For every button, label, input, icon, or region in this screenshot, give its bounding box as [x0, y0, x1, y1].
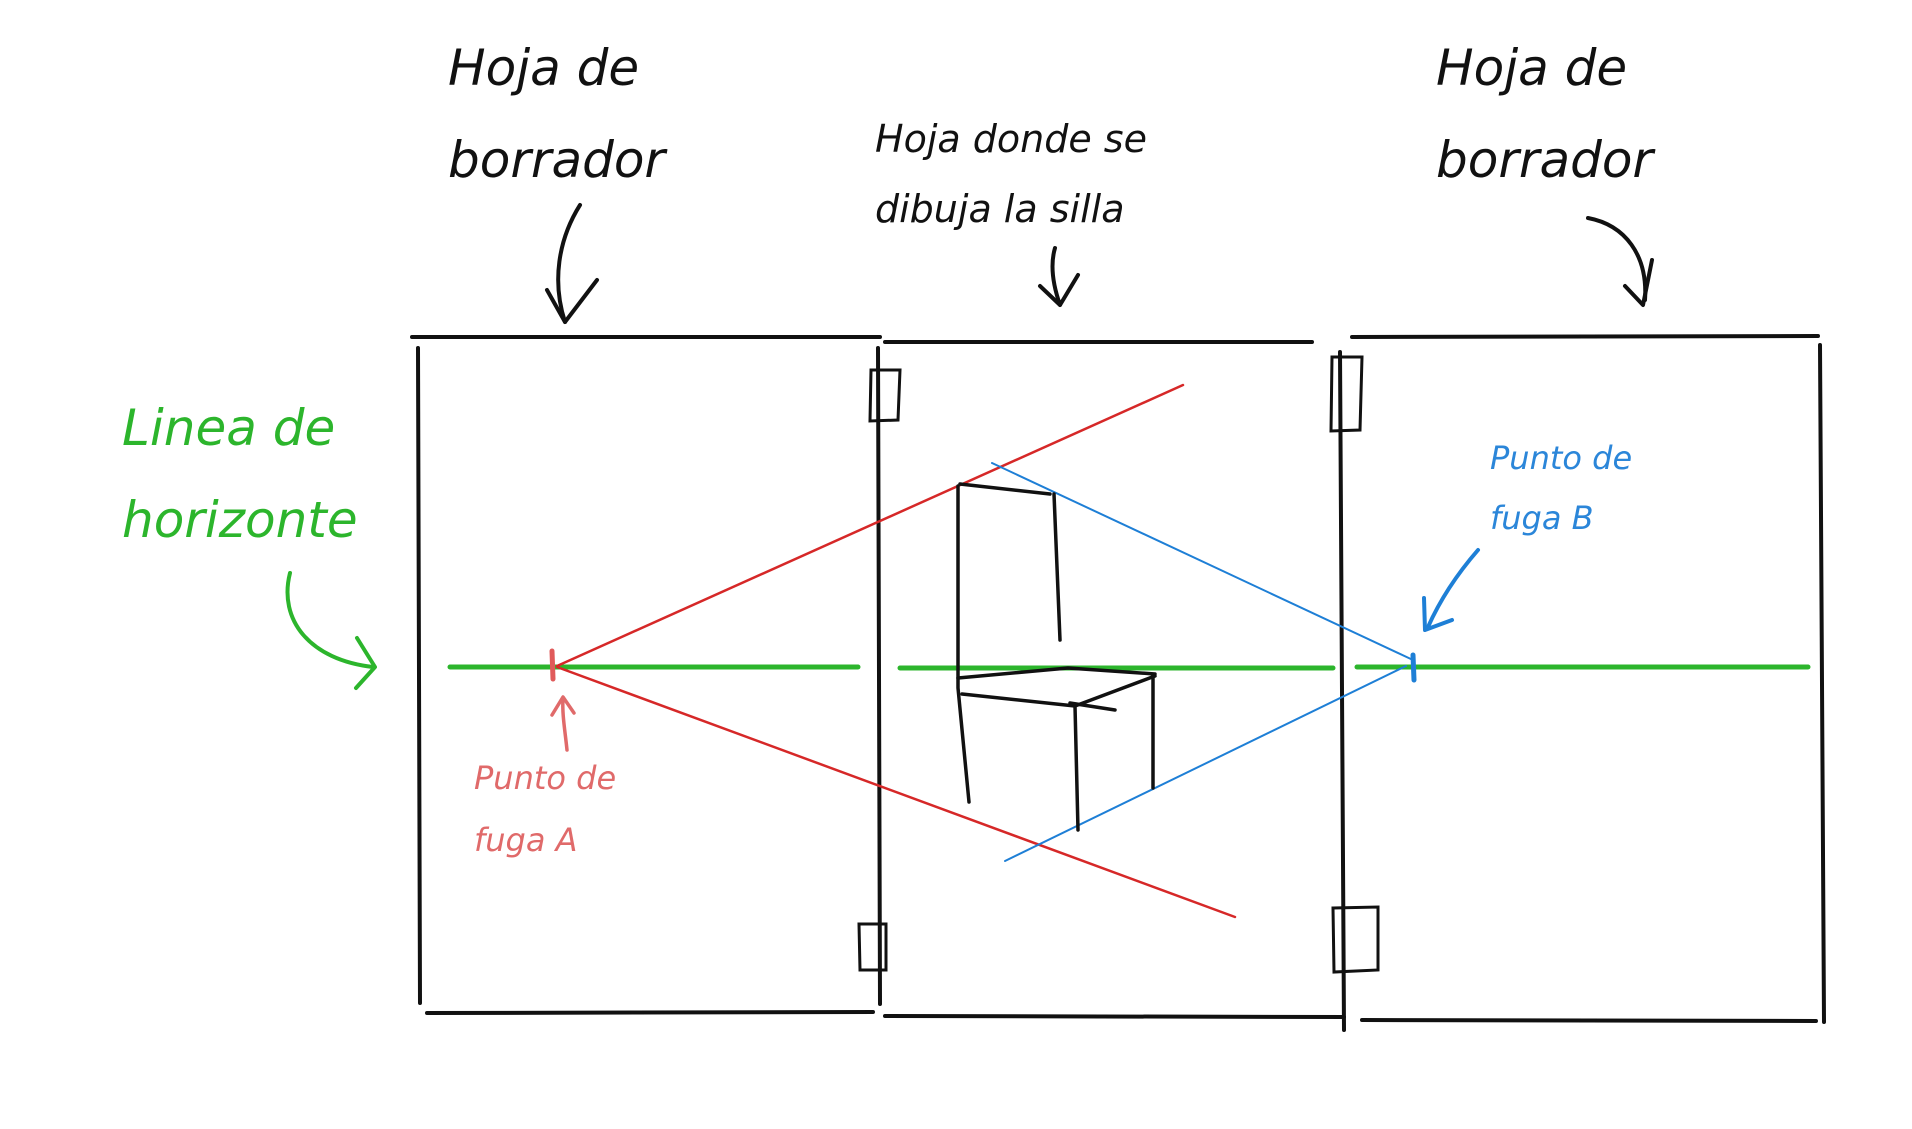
left-sheet-label-line-2: borrador	[448, 131, 665, 189]
horizon-label-line-2: horizonte	[122, 491, 358, 549]
vanishing-point-b-label-line-2: fuga B	[1490, 499, 1594, 537]
vanishing-point-b-label-line-1: Punto de	[1490, 439, 1633, 477]
vanishing-point-a-label-line-1: Punto de	[474, 759, 617, 797]
chair-sketch	[956, 482, 1157, 832]
vanishing-point-a-label-line-2: fuga A	[474, 821, 578, 859]
arrow-down-icon	[545, 203, 599, 324]
middle-sheet-label-line-1: Hoja donde se	[875, 117, 1147, 161]
left-sheet-label-line-1: Hoja de	[448, 39, 640, 97]
arrow-curved-right-icon	[285, 571, 377, 690]
arrow-down-icon	[1038, 246, 1080, 307]
vanishing-point-b-mark	[1410, 652, 1417, 683]
vanishing-point-a-mark	[549, 648, 556, 682]
vanishing-lines-b	[991, 462, 1414, 862]
right-sheet-label-line-2: borrador	[1436, 131, 1653, 189]
arrow-up-icon	[550, 695, 576, 752]
right-sheet-label-line-1: Hoja de	[1436, 39, 1628, 97]
middle-sheet-label-line-2: dibuja la silla	[875, 187, 1125, 231]
right-sheet	[1338, 334, 1826, 1032]
horizon-label-line-1: Linea de	[122, 399, 336, 457]
left-sheet	[410, 335, 882, 1015]
tape-icon	[857, 355, 1380, 974]
arrow-down-icon	[1586, 216, 1654, 307]
vanishing-lines-a	[555, 383, 1237, 919]
middle-sheet	[876, 340, 1346, 1019]
horizon-line	[447, 664, 1811, 671]
arrow-down-left-icon	[1422, 548, 1480, 632]
